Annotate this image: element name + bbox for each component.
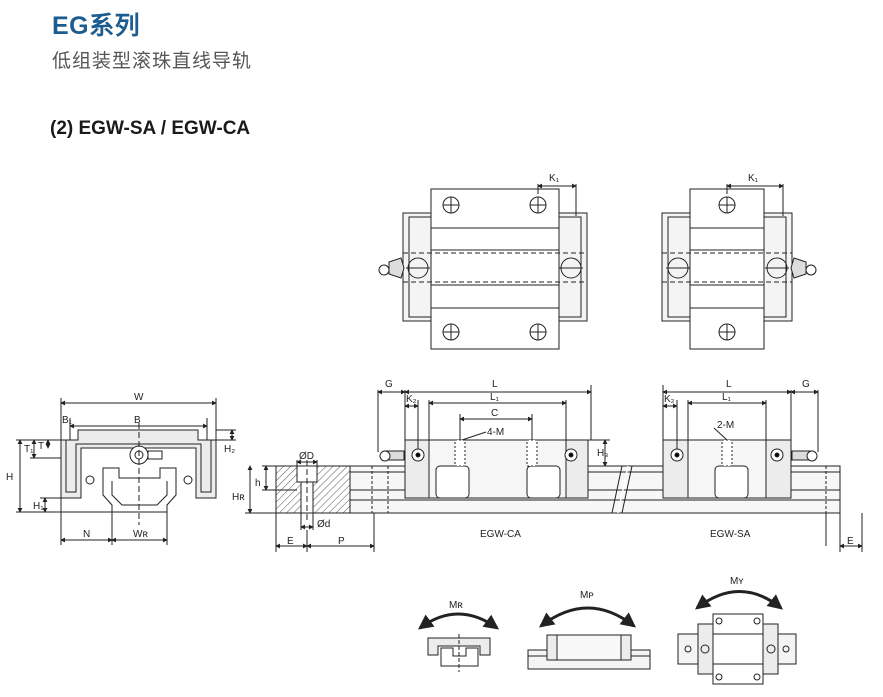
dim-l-sa: L <box>726 379 732 390</box>
dim-b: B <box>134 415 141 426</box>
dim-k2-ca: K₂ <box>406 394 417 405</box>
moment-mr-icon <box>417 612 500 672</box>
side-view-block-sa <box>662 439 818 499</box>
dim-l1-ca: L₁ <box>490 392 500 403</box>
section-title: (2) EGW-SA / EGW-CA <box>50 118 251 139</box>
dim-h: H <box>6 472 13 483</box>
dim-t1: T₁ <box>24 444 34 455</box>
dim-e-left: E <box>287 536 294 547</box>
dim-w: W <box>134 392 144 403</box>
dim-od: ØD <box>299 451 314 462</box>
moment-mp-icon <box>527 606 651 670</box>
dim-h-rail: h <box>255 478 261 489</box>
series-subtitle: 低组装型滚珠直线导轨 <box>52 51 253 72</box>
dim-hr: Hʀ <box>232 492 245 503</box>
dim-2m: 2-M <box>717 420 734 431</box>
dim-n: N <box>83 529 90 540</box>
dim-4m: 4-M <box>487 427 504 438</box>
label-mp: Mᴘ <box>580 590 594 601</box>
moment-my-icon <box>677 590 797 685</box>
dim-l-ca: L <box>492 379 498 390</box>
dim-h1: H₁ <box>33 501 44 512</box>
label-mr: Mʀ <box>449 600 463 611</box>
label-egw-sa: EGW-SA <box>710 529 751 540</box>
dim-e-right: E <box>847 536 854 547</box>
series-title: EG系列 <box>52 12 141 40</box>
dim-wr: Wʀ <box>133 529 148 540</box>
label-my: Mʏ <box>730 576 744 587</box>
dim-k1-ca: K₁ <box>549 173 560 184</box>
dim-g-sa: G <box>802 379 810 390</box>
dim-l1-sa: L₁ <box>722 392 732 403</box>
end-view <box>16 398 236 545</box>
dim-c: C <box>491 408 498 419</box>
top-view-ca <box>378 183 588 350</box>
dim-t: T <box>38 441 44 452</box>
top-view-sa <box>661 183 817 350</box>
dim-p: P <box>338 536 345 547</box>
dim-k2-sa: K₂ <box>664 394 675 405</box>
dim-h3: H₃ <box>597 448 608 459</box>
label-egw-ca: EGW-CA <box>480 529 521 540</box>
side-view-block-ca <box>379 439 589 499</box>
dim-d: Ød <box>317 519 330 530</box>
dim-g-ca: G <box>385 379 393 390</box>
side-view-dims <box>377 385 863 552</box>
dim-h2: H₂ <box>224 444 235 455</box>
dim-b1: B₁ <box>62 415 73 426</box>
dim-k1-sa: K₁ <box>748 173 759 184</box>
